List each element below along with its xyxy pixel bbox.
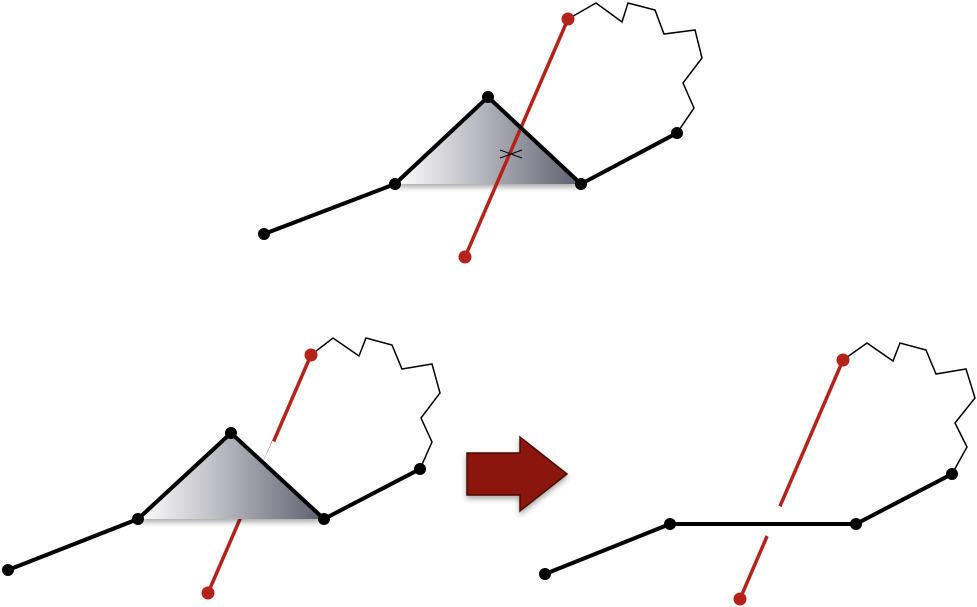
vertex-point [225, 427, 237, 439]
vertex-point [664, 518, 676, 530]
segment-endpoint [561, 12, 575, 26]
red-segment [738, 358, 845, 601]
right-arrow-icon [466, 435, 569, 513]
wiggly-path [842, 342, 976, 475]
intersection-cross [499, 149, 523, 159]
panel-top-before [258, 2, 703, 264]
segment-endpoint [304, 348, 318, 362]
vertex-point [2, 564, 14, 576]
panel-bottom-after [539, 342, 976, 606]
vertex-point [414, 463, 426, 475]
vertex-point [575, 178, 587, 190]
vertex-point [850, 518, 862, 530]
vertex-point [318, 513, 330, 525]
segment-endpoint [458, 250, 472, 264]
vertex-point [482, 91, 494, 103]
segment-endpoint [733, 592, 747, 606]
red-segment [463, 17, 570, 259]
simplification-triangle [395, 97, 581, 184]
vertex-point [389, 178, 401, 190]
vertex-point [258, 228, 270, 240]
transition-arrow [466, 435, 569, 513]
segment-endpoint [836, 353, 850, 367]
red-segment-gap [262, 440, 282, 468]
vertex-point [946, 468, 958, 480]
vertex-point [132, 513, 144, 525]
wiggly-path [567, 2, 703, 134]
vertex-point [539, 568, 551, 580]
wiggly-path [310, 337, 441, 470]
panel-bottom-before [2, 337, 441, 600]
simplification-triangle [138, 433, 324, 519]
segment-endpoint [201, 586, 215, 600]
vertex-point [671, 127, 683, 139]
